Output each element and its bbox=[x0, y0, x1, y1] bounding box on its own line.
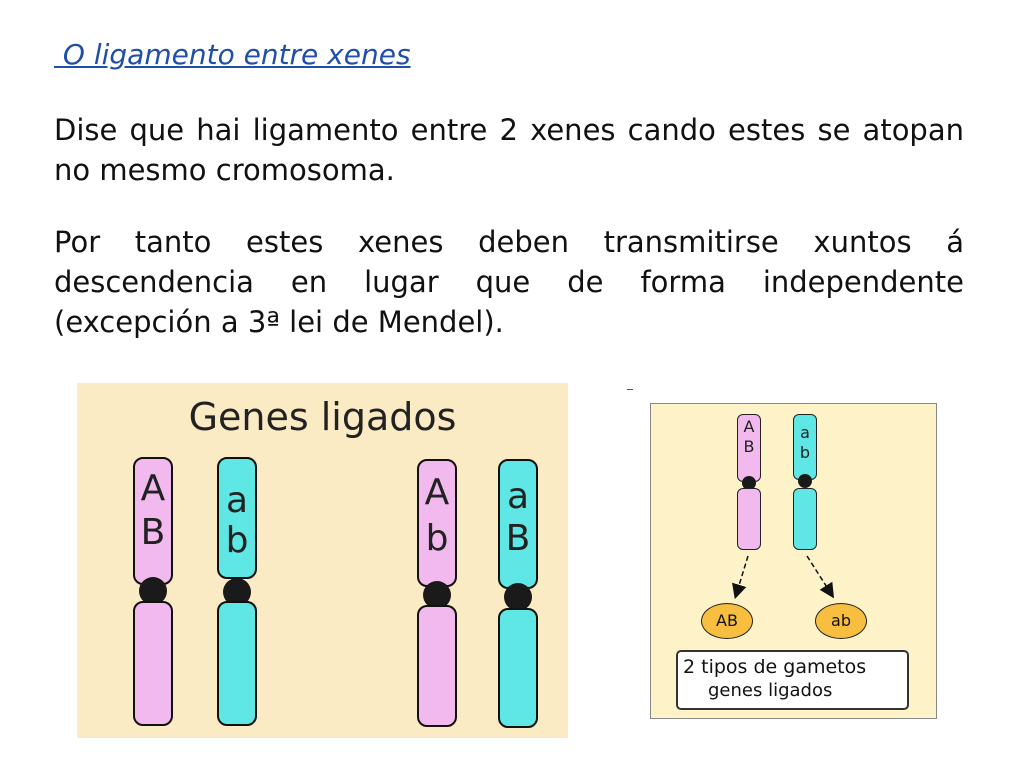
centromere bbox=[742, 476, 756, 490]
gene-label: a bbox=[225, 480, 249, 521]
figure-caption: Genes ligados bbox=[188, 395, 457, 439]
gene-label: B bbox=[505, 518, 531, 559]
chromosome-lower-arm bbox=[498, 608, 538, 728]
gene-label: B bbox=[743, 437, 755, 456]
gene-label: b bbox=[425, 518, 449, 559]
chromosome-lower-arm bbox=[217, 601, 257, 726]
centromere bbox=[798, 474, 812, 488]
gene-label: A bbox=[140, 468, 166, 509]
chromosome-upper-arm bbox=[498, 459, 538, 589]
arrow-right bbox=[806, 555, 835, 599]
arrow-left bbox=[732, 555, 749, 600]
chromosome-lower-arm bbox=[793, 488, 817, 550]
slide-title: O ligamento entre xenes bbox=[54, 38, 411, 71]
chromosome-upper-arm bbox=[417, 459, 457, 587]
gamete-ab-upper: AB bbox=[701, 603, 753, 639]
gametes-label-line2: genes ligados bbox=[708, 680, 833, 701]
gene-label: B bbox=[140, 512, 166, 553]
arrows bbox=[732, 555, 835, 600]
stray-mark bbox=[627, 389, 633, 390]
gene-label: A bbox=[424, 472, 450, 513]
centromere bbox=[423, 581, 451, 609]
gene-label: A bbox=[743, 417, 755, 436]
centromere bbox=[139, 577, 167, 605]
gene-label: a bbox=[506, 476, 530, 517]
gametes-label-box: 2 tipos de gametos genes ligados bbox=[676, 650, 909, 710]
slide-title-text: O ligamento entre xenes bbox=[62, 38, 411, 71]
gene-label: b bbox=[799, 443, 811, 462]
gametes-label-line1: 2 tipos de gametos bbox=[683, 656, 867, 678]
linked-genes-figure: Genes ligados A B a b A b a B bbox=[77, 383, 568, 738]
gene-label: a bbox=[800, 423, 810, 442]
chromosome-lower-arm bbox=[133, 601, 173, 726]
gamete-ab-lower: ab bbox=[815, 603, 867, 639]
chromosome-lower-arm bbox=[737, 488, 761, 550]
chromosome-upper-arm bbox=[133, 457, 173, 585]
gene-label: b bbox=[225, 520, 249, 561]
chromosome-upper-arm bbox=[793, 414, 817, 480]
chromosome-lower-arm bbox=[417, 605, 457, 727]
centromere bbox=[504, 583, 532, 611]
paragraph-definition: Dise que hai ligamento entre 2 xenes can… bbox=[54, 113, 964, 187]
gametes-figure: A B a b AB ab 2 tipos de gametos genes l… bbox=[650, 403, 937, 719]
paragraph-consequence: Por tanto estes xenes deben transmitirse… bbox=[54, 225, 964, 339]
